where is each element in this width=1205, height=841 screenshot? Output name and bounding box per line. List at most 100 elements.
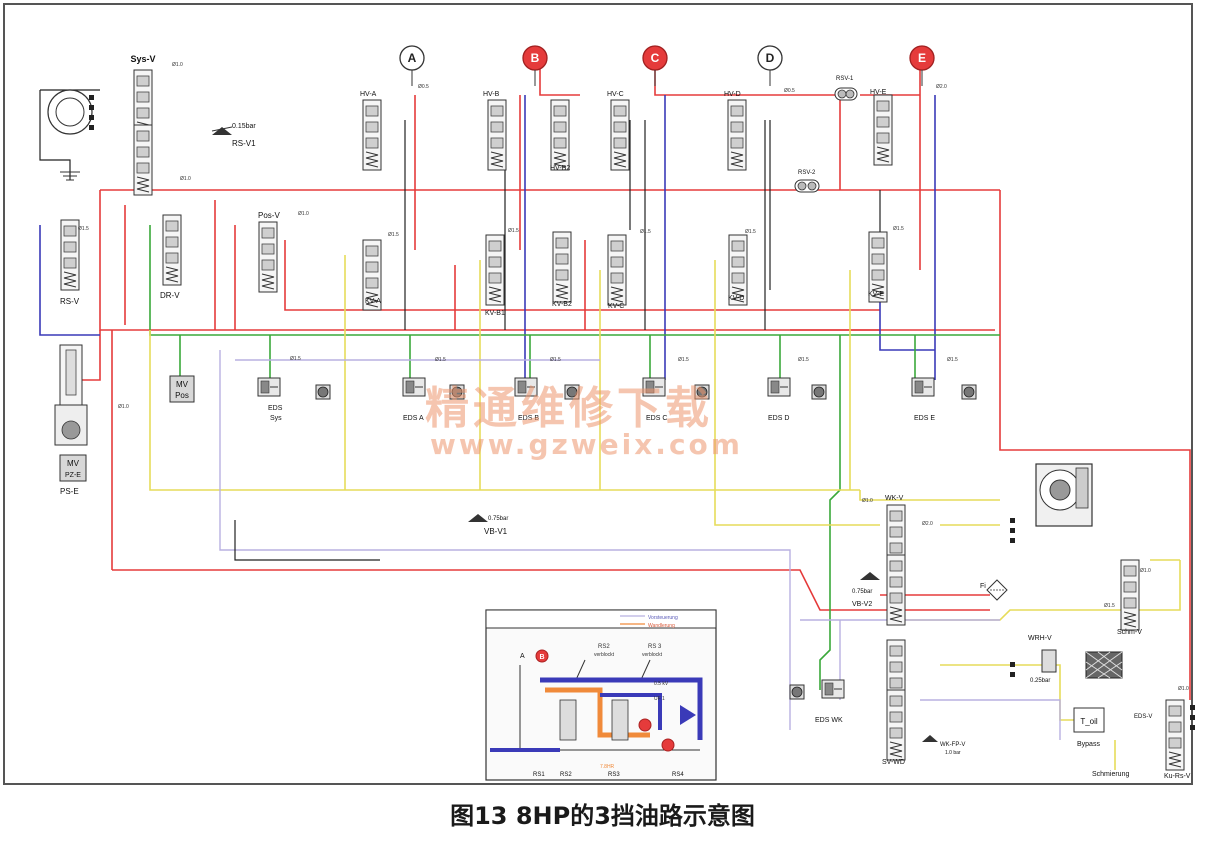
valve-kv-c	[607, 234, 627, 306]
svg-text:Ø1.5: Ø1.5	[1104, 603, 1115, 609]
svg-text:1.0 bar: 1.0 bar	[945, 750, 961, 756]
eds-a	[402, 377, 426, 397]
circle-label-b: B	[531, 51, 540, 65]
svg-text:KV-B1: KV-B1	[485, 310, 505, 317]
circle-label-e: E	[918, 51, 926, 65]
svg-text:Ø1.0: Ø1.0	[862, 498, 873, 504]
svg-text:Ku-Rs-V: Ku-Rs-V	[1164, 773, 1191, 780]
svg-text:0.15bar: 0.15bar	[232, 123, 256, 130]
oil-cooler-icon	[1085, 651, 1123, 679]
svg-text:Ø1.5: Ø1.5	[550, 357, 561, 363]
valve-kv-b2	[552, 231, 572, 303]
svg-text:DR-V: DR-V	[160, 291, 180, 300]
svg-text:Schmierung: Schmierung	[1092, 771, 1129, 778]
label-sys-v: Sys-V	[130, 54, 155, 64]
eds-wk	[821, 679, 845, 699]
svg-text:Ø1.5: Ø1.5	[290, 356, 301, 362]
svg-text:verblockt: verblockt	[594, 652, 615, 658]
valve-hv-b2	[550, 99, 570, 171]
valve-vb-v2	[860, 572, 880, 580]
svg-text:EDS C: EDS C	[646, 415, 667, 422]
svg-text:KV-C: KV-C	[608, 303, 624, 310]
valve-rsv-1	[834, 87, 858, 101]
valve-hv-e	[873, 94, 893, 166]
svg-text:EDS A: EDS A	[403, 415, 424, 422]
circle-label-d: D	[766, 51, 775, 65]
svg-text:Vorsteuerung: Vorsteuerung	[648, 615, 678, 621]
svg-text:MV: MV	[67, 459, 80, 468]
svg-text:Bypass: Bypass	[1077, 741, 1100, 748]
svg-text:PZ-E: PZ-E	[65, 472, 81, 479]
svg-text:HV-E: HV-E	[870, 89, 887, 96]
eds-sys-gauge	[315, 384, 331, 400]
svg-text:EDS: EDS	[268, 405, 283, 412]
watermark-chinese: 精通维修下载	[425, 383, 713, 434]
svg-text:RS-V1: RS-V1	[232, 139, 256, 148]
svg-text:MV: MV	[176, 380, 189, 389]
svg-text:Ø1.5: Ø1.5	[947, 357, 958, 363]
valve-hv-a	[362, 99, 382, 171]
svg-text:Wandlerung: Wandlerung	[648, 623, 675, 629]
mv-pz-e: MV PZ-E	[59, 454, 87, 482]
svg-text:KV-E: KV-E	[868, 291, 884, 298]
valve-rsv-2	[794, 179, 820, 193]
svg-text:HV-D: HV-D	[724, 91, 741, 98]
valve-wk-v	[886, 504, 906, 626]
svg-text:Ø1.0: Ø1.0	[1140, 568, 1151, 574]
ground-icon	[60, 171, 80, 181]
svg-text:RS4: RS4	[672, 772, 684, 778]
svg-text:Pos: Pos	[175, 391, 189, 400]
svg-text:EDS D: EDS D	[768, 415, 789, 422]
svg-text:RS2: RS2	[598, 644, 610, 650]
svg-text:EDS WK: EDS WK	[815, 717, 843, 724]
valve-ku-rs-v	[1165, 699, 1185, 771]
svg-text:Ø1.5: Ø1.5	[435, 357, 446, 363]
valve-ps-e	[54, 344, 88, 446]
svg-text:0.5 kV: 0.5 kV	[654, 681, 669, 687]
eds-sys	[257, 377, 281, 397]
svg-text:EDS E: EDS E	[914, 415, 935, 422]
svg-text:VB-V2: VB-V2	[852, 601, 872, 608]
svg-text:Ø1.5: Ø1.5	[745, 229, 756, 235]
svg-text:WK-FP-V: WK-FP-V	[940, 742, 965, 748]
svg-text:Ø0.5: Ø0.5	[784, 88, 795, 94]
svg-text:Schm-V: Schm-V	[1117, 629, 1142, 636]
svg-text:Ø2.0: Ø2.0	[936, 84, 947, 90]
valve-rs-v1	[211, 126, 233, 135]
svg-text:HV-B2: HV-B2	[550, 165, 570, 172]
torque-converter-icon	[1035, 463, 1093, 527]
valve-wrh-v	[1041, 649, 1057, 673]
circle-label-a: A	[408, 51, 417, 65]
svg-text:T_oil: T_oil	[1080, 717, 1098, 726]
svg-text:WK-V: WK-V	[885, 495, 904, 502]
svg-text:7.8HR: 7.8HR	[600, 764, 615, 770]
svg-text:Ø1.5: Ø1.5	[798, 357, 809, 363]
eds-wk-gauge	[789, 684, 805, 700]
svg-text:A: A	[520, 653, 525, 660]
svg-text:Ø1.5: Ø1.5	[78, 226, 89, 232]
valve-hv-c	[610, 99, 630, 171]
valve-rs-v	[60, 219, 80, 291]
svg-text:Ø1.5: Ø1.5	[388, 232, 399, 238]
svg-text:EDS B: EDS B	[518, 415, 539, 422]
svg-text:EDS-V: EDS-V	[1134, 714, 1152, 720]
valve-vb-v1	[468, 514, 488, 522]
svg-text:Ø1.5: Ø1.5	[678, 357, 689, 363]
svg-text:RS1: RS1	[533, 772, 545, 778]
svg-text:B: B	[539, 654, 544, 661]
valve-schm-v	[1120, 559, 1140, 631]
figure-caption: 图13 8HP的3挡油路示意图	[450, 802, 755, 830]
svg-text:KV-A: KV-A	[365, 298, 381, 305]
svg-text:Fi: Fi	[980, 583, 986, 590]
pump-icon	[47, 89, 93, 135]
svg-text:HV-C: HV-C	[607, 91, 624, 98]
svg-text:SV-WD: SV-WD	[882, 759, 905, 766]
valve-pos-v	[258, 221, 278, 293]
inset-panel: Vorsteuerung Wandlerung RS2 verblockt RS…	[485, 609, 717, 781]
valve-dr-v	[162, 214, 182, 286]
svg-text:RSV-2: RSV-2	[798, 170, 816, 176]
svg-text:VB-V1: VB-V1	[484, 527, 508, 536]
valve-hv-b	[487, 99, 507, 171]
